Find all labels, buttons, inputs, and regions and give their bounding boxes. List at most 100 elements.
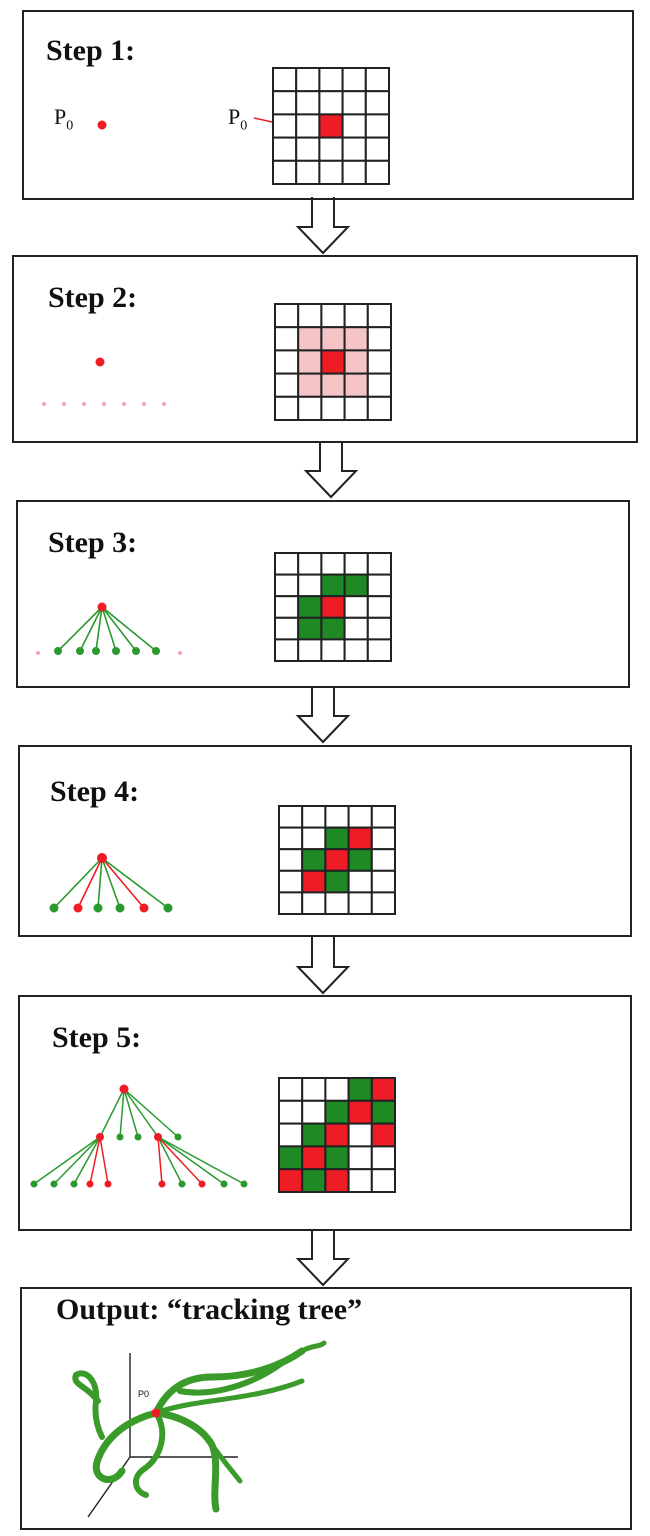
step-3-grid (274, 552, 393, 663)
step-4-title: Step 4: (50, 775, 140, 808)
grid-cell (370, 869, 397, 894)
grid-cell (366, 616, 393, 641)
grid-cell (343, 552, 369, 576)
grid-cell (324, 891, 350, 916)
grid-cell (347, 1077, 373, 1102)
grid-cell (366, 552, 393, 576)
grid-cell (318, 67, 344, 93)
grid-cell (347, 1099, 373, 1125)
grid-cell (370, 1168, 397, 1193)
grid-cell (366, 349, 393, 375)
grid-cell (366, 395, 393, 422)
down-arrow-icon (295, 197, 351, 255)
grid-cell (272, 67, 298, 93)
grid-cell (320, 595, 346, 619)
output-panel: Output: “tracking tree” P0 (20, 1287, 632, 1530)
grid-cell (274, 349, 300, 375)
grid-cell (343, 372, 369, 398)
grid-cell (272, 90, 298, 116)
step-4-tree (49, 853, 173, 913)
grid-cell (320, 638, 346, 663)
step-2-grid (274, 303, 393, 422)
grid-cell (301, 891, 327, 916)
grid-cell (366, 573, 393, 598)
grid-cell (301, 848, 327, 872)
grid-cell (297, 303, 323, 329)
step-5-grid (278, 1077, 397, 1193)
grid-cell (318, 113, 344, 139)
grid-cell (366, 638, 393, 663)
step-4-grid (278, 805, 397, 916)
grid-cell (301, 805, 327, 829)
grid-cell (278, 1145, 304, 1171)
output-p0-label: P0 (138, 1389, 149, 1399)
grid-cell (343, 638, 369, 663)
down-arrow-icon (295, 1229, 351, 1287)
grid-cell (366, 595, 393, 619)
step-2-panel: Step 2: (12, 255, 638, 443)
grid-cell (370, 1099, 397, 1125)
grid-cell (297, 638, 323, 663)
grid-cell (278, 1122, 304, 1148)
step-2-title: Step 2: (48, 281, 138, 314)
grid-cell (364, 67, 391, 93)
grid-cell (297, 616, 323, 641)
grid-cell (366, 303, 393, 329)
grid-cell (301, 1077, 327, 1102)
grid-cell (318, 90, 344, 116)
grid-cell (347, 1145, 373, 1171)
grid-cell (320, 372, 346, 398)
grid-cell (324, 1122, 350, 1148)
grid-cell (364, 136, 391, 162)
grid-cell (272, 136, 298, 162)
grid-cell (324, 826, 350, 851)
grid-cell (320, 616, 346, 641)
grid-cell (370, 1145, 397, 1171)
p0-point (97, 120, 107, 130)
output-title: Output: “tracking tree” (56, 1293, 363, 1326)
grid-cell (295, 90, 321, 116)
step-3-title: Step 3: (48, 526, 138, 559)
step-3-panel: Step 3: (16, 500, 630, 688)
grid-cell (278, 848, 304, 872)
grid-cell (343, 326, 369, 352)
grid-cell (278, 1099, 304, 1125)
grid-cell (297, 552, 323, 576)
grid-cell (274, 573, 300, 598)
grid-cell (324, 805, 350, 829)
grid-cell (347, 891, 373, 916)
grid-cell (341, 67, 367, 93)
grid-cell (297, 573, 323, 598)
grid-cell (272, 159, 298, 186)
grid-cell (366, 372, 393, 398)
grid-cell (278, 869, 304, 894)
step-4-panel: Step 4: (18, 745, 632, 937)
grid-cell (301, 1122, 327, 1148)
grid-cell (341, 159, 367, 186)
grid-cell (347, 1122, 373, 1148)
step-1-title: Step 1: (46, 34, 136, 67)
grid-cell (301, 1099, 327, 1125)
grid-cell (318, 136, 344, 162)
grid-cell (370, 1122, 397, 1148)
step-2-points (42, 357, 166, 406)
grid-cell (297, 349, 323, 375)
grid-cell (295, 113, 321, 139)
grid-cell (341, 90, 367, 116)
grid-cell (324, 1168, 350, 1193)
grid-cell (274, 616, 300, 641)
grid-cell (295, 67, 321, 93)
grid-cell (320, 349, 346, 375)
grid-cell (370, 848, 397, 872)
grid-cell (278, 891, 304, 916)
step-1-panel: Step 1: P0 P0 (22, 10, 634, 200)
grid-cell (370, 805, 397, 829)
grid-cell (347, 869, 373, 894)
grid-cell (343, 303, 369, 329)
grid-cell (320, 303, 346, 329)
grid-cell (297, 372, 323, 398)
grid-cell (320, 573, 346, 598)
grid-cell (324, 1077, 350, 1102)
grid-cell (274, 638, 300, 663)
grid-cell (343, 395, 369, 422)
